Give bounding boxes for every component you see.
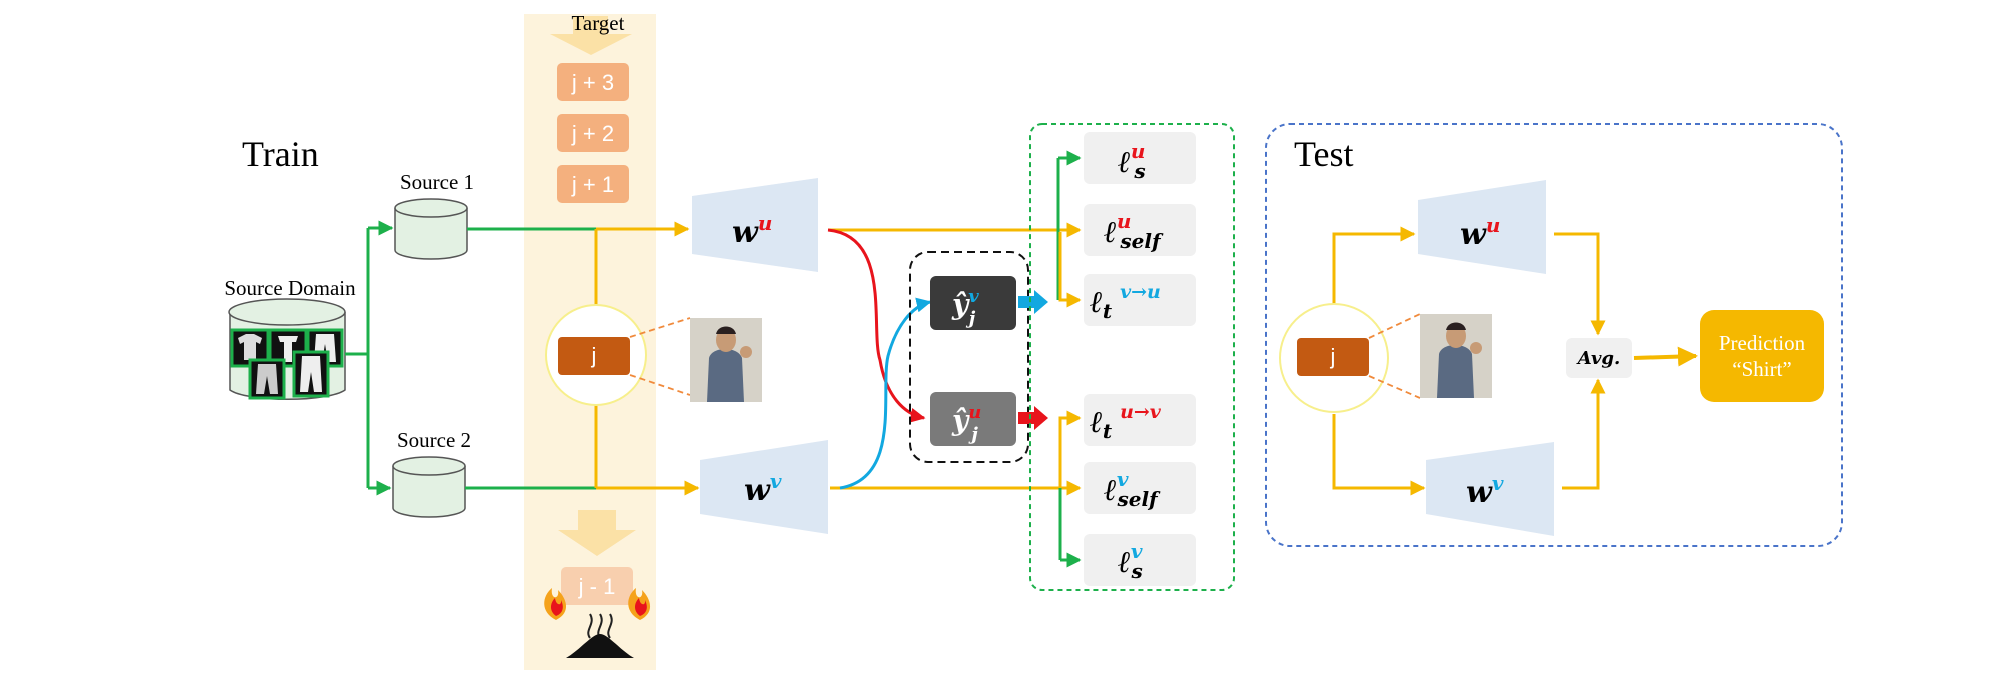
source-2-database-icon [392,456,466,518]
prediction-box: Prediction “Shirt” [1700,310,1824,402]
svg-text:j + 3: j + 3 [571,70,614,95]
svg-text:ℓtu→v: ℓtu→v [1090,401,1162,443]
train-target-person-image [690,318,762,402]
test-target-person-image [1420,314,1492,398]
svg-text:wu: wu [732,211,772,250]
test-input-arrows [1332,226,1426,496]
ash-pile-icon [566,634,634,658]
test-panel [1265,123,1843,547]
train-title: Train [242,134,319,174]
target-queue-item-3: j + 1 [557,165,629,203]
source-2-label: Source 2 [397,428,471,452]
svg-text:wu: wu [1460,213,1500,252]
svg-text:ℓtv→u: ℓtv→u [1090,281,1161,323]
clothing-images-icon [230,328,344,400]
test-model-v-label: wv [1466,471,1504,510]
average-node: Avg. [1566,338,1632,378]
source-domain-label: Source Domain [224,276,356,300]
train-model-u-label: wu [732,211,772,250]
svg-text:Avg.: Avg. [1576,348,1621,369]
pseudo-v-output-arrow [1018,290,1048,314]
target-label: Target [572,11,625,35]
pseudo-u-output-arrow [1018,406,1048,430]
test-model-output-arrows [1554,232,1606,490]
target-queue-item-2: j + 2 [557,114,629,152]
cross-arrow-u-to-v [827,228,926,423]
test-title: Test [1294,134,1353,174]
target-incoming-arrow [550,16,632,55]
svg-text:ℓvs: ℓvs [1118,539,1143,583]
loss-t-v-to-u: ℓtv→u [1084,274,1196,326]
test-target-box: j [1297,338,1369,376]
svg-text:ℓus: ℓus [1118,139,1146,183]
svg-text:j - 1: j - 1 [578,574,616,599]
train-input-arrows [594,221,700,496]
train-target-image-links [629,317,691,396]
train-model-v-label: wv [744,469,782,508]
svg-text:wv: wv [744,469,782,508]
upper-target-connector [1058,232,1082,308]
svg-text:ŷuj: ŷuj [951,402,981,445]
train-target-box: j [558,337,630,375]
upper-loss-connectors [1056,150,1082,300]
pseudo-label-group [909,251,1029,463]
average-to-prediction-arrow [1633,346,1698,367]
train-model-v-shape [700,440,828,534]
svg-text:j: j [591,343,597,368]
train-model-u-shape [692,178,818,272]
svg-text:j + 1: j + 1 [571,172,614,197]
source-1-label: Source 1 [400,170,474,194]
test-model-v-shape [1426,442,1554,536]
source-1-database-icon [394,198,468,260]
fire-icon [544,588,651,620]
svg-text:ŷvj: ŷvj [951,286,979,329]
svg-text:“Shirt”: “Shirt” [1732,357,1791,381]
svg-text:wv: wv [1466,471,1504,510]
svg-text:Prediction: Prediction [1719,331,1806,355]
discarded-target-item: j - 1 [561,567,633,605]
source-split-arrows [345,220,394,496]
loss-group [1029,123,1235,591]
target-queue-item-1: j + 3 [557,63,629,101]
discard-arrow [558,510,636,556]
test-model-u-label: wu [1460,213,1500,252]
cross-arrow-v-to-u [839,297,932,490]
loss-t-u-to-v: ℓtu→v [1084,394,1196,446]
test-model-u-shape [1418,180,1546,274]
lower-target-connector [1058,410,1082,488]
svg-text:j + 2: j + 2 [571,121,614,146]
svg-text:j: j [1330,344,1336,369]
